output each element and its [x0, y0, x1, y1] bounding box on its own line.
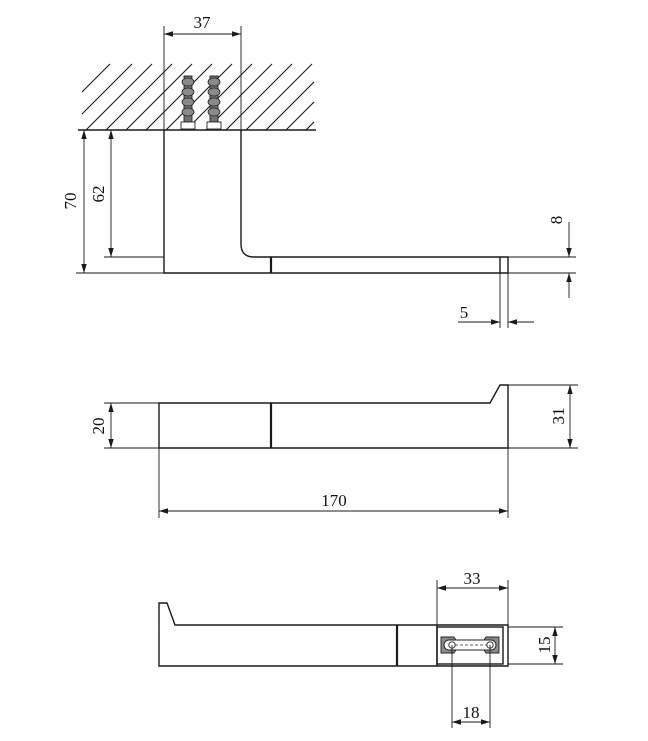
screw-icon-right	[206, 75, 222, 130]
dim-label-8: 8	[547, 216, 566, 225]
mounting-plate	[436, 626, 504, 665]
dim-label-5: 5	[460, 303, 469, 322]
front-profile	[158, 384, 509, 449]
screw-icon-left	[180, 75, 196, 130]
dim-label-37: 37	[194, 13, 212, 32]
plan-profile	[158, 602, 509, 667]
dim-label-31: 31	[549, 408, 568, 425]
holder-profile	[163, 130, 509, 274]
front-view: 20 31 170	[89, 384, 578, 518]
dim-label-20: 20	[89, 418, 108, 435]
dim-label-70: 70	[61, 193, 80, 210]
keyhole-slot-icon	[440, 636, 500, 654]
dim-label-33: 33	[464, 569, 481, 588]
dim-label-170: 170	[321, 491, 347, 510]
dim-label-62: 62	[89, 186, 108, 203]
wall-hatch	[81, 63, 315, 131]
dim-label-15: 15	[535, 637, 554, 654]
dim-label-18: 18	[463, 703, 480, 722]
plan-view: 33 15 18	[158, 569, 563, 728]
side-view: 37 70 62 8 5	[61, 13, 576, 328]
